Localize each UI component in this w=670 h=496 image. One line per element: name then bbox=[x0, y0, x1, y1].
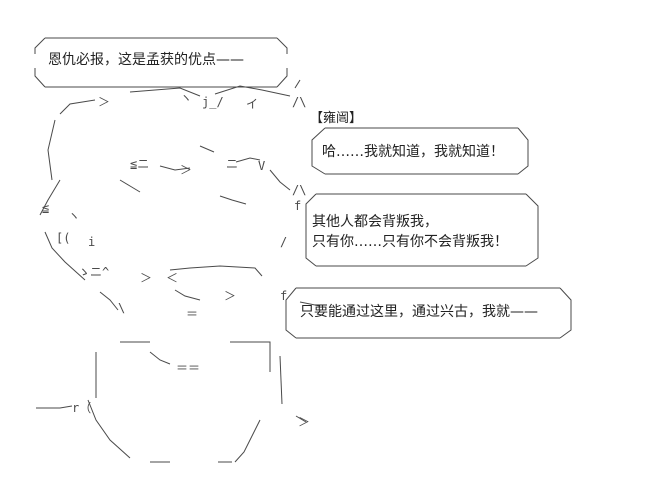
figure-glyphs: ＞ ヽ j_/ イ /\ ≦ ヽ [( i ゝニ^ ＞ ＜ ＞ ≦ニ ＞ ニ V… bbox=[42, 91, 310, 429]
svg-text:＜: ＜ bbox=[166, 271, 178, 285]
right-speech-bubble-3: 只要能通过这里，通过兴古，我就—— bbox=[300, 304, 538, 320]
svg-text:＞: ＞ bbox=[140, 271, 152, 285]
svg-text:/\: /\ bbox=[292, 95, 306, 109]
svg-text:V: V bbox=[258, 159, 265, 173]
svg-text:ヽ: ヽ bbox=[180, 91, 192, 105]
svg-text:ヽ: ヽ bbox=[68, 209, 80, 223]
svg-text:＞: ＞ bbox=[298, 415, 310, 429]
right-speech-bubble-2-line1: 其他人都会背叛我， bbox=[312, 214, 438, 230]
svg-text:[(: [( bbox=[56, 231, 70, 245]
svg-text:f: f bbox=[294, 199, 301, 213]
svg-text:≦ニ: ≦ニ bbox=[130, 157, 149, 171]
svg-text:イ: イ bbox=[246, 97, 258, 111]
svg-text:≦: ≦ bbox=[42, 201, 49, 215]
right-bubble-2-outline bbox=[305, 193, 539, 267]
svg-text:＝＝: ＝＝ bbox=[176, 361, 200, 375]
svg-text:＞: ＞ bbox=[224, 289, 236, 303]
svg-text:＝: ＝ bbox=[186, 307, 198, 321]
svg-text:j_/: j_/ bbox=[202, 95, 224, 109]
svg-text:i: i bbox=[88, 235, 95, 249]
svg-text:r（: r（ bbox=[72, 401, 91, 415]
svg-text:/: / bbox=[280, 235, 287, 249]
figure-strokes bbox=[36, 79, 321, 463]
right-speech-bubble-1: 哈……我就知道，我就知道！ bbox=[322, 144, 504, 160]
svg-text:ニ: ニ bbox=[226, 157, 238, 171]
svg-text:＞: ＞ bbox=[180, 163, 192, 177]
svg-text:\: \ bbox=[118, 301, 125, 315]
right-bubble-1-outline bbox=[311, 127, 529, 175]
svg-text:f: f bbox=[280, 289, 287, 303]
right-speech-bubble-2-line2: 只有你……只有你不会背叛我！ bbox=[312, 234, 508, 250]
svg-text:ゝニ^: ゝニ^ bbox=[78, 265, 109, 279]
speaker-label: 【雍闿】 bbox=[310, 111, 363, 126]
right-bubble-3-outline bbox=[285, 287, 572, 339]
left-speech-bubble: 恩仇必报，这是孟获的优点—— bbox=[48, 52, 244, 68]
svg-text:＞: ＞ bbox=[98, 95, 110, 109]
svg-text:/\: /\ bbox=[292, 183, 306, 197]
